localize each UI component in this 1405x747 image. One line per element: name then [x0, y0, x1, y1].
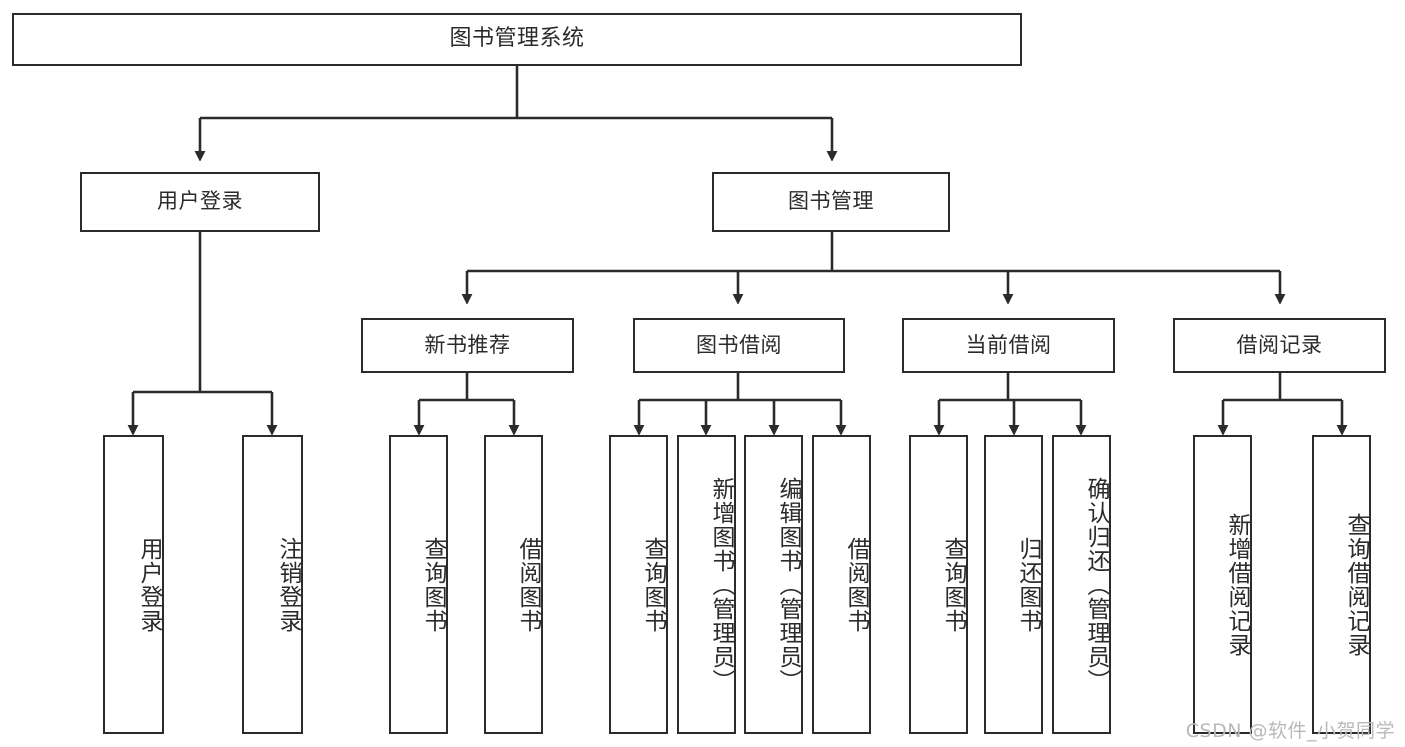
leaf-query-borrow-record[interactable]: 查询借阅记录: [1312, 435, 1371, 734]
node-label: 图书借阅: [696, 332, 782, 357]
node-label: 新增图书（管理员）: [708, 476, 734, 693]
node-label: 图书管理: [788, 189, 874, 214]
node-root-book-management-system[interactable]: 图书管理系统: [12, 13, 1022, 66]
node-book-management[interactable]: 图书管理: [712, 172, 950, 232]
leaf-query-book-newbook[interactable]: 查询图书: [389, 435, 448, 734]
node-label: 借阅记录: [1236, 332, 1323, 357]
node-label: 借阅图书: [515, 536, 541, 633]
node-label: 查询图书: [940, 536, 966, 633]
node-label: 查询图书: [640, 536, 666, 633]
leaf-query-book-borrow[interactable]: 查询图书: [609, 435, 668, 734]
node-borrow-record[interactable]: 借阅记录: [1173, 318, 1386, 373]
leaf-query-book-current[interactable]: 查询图书: [909, 435, 968, 734]
node-label: 注销登录: [275, 536, 301, 633]
node-user-login[interactable]: 用户登录: [80, 172, 320, 232]
node-label: 当前借阅: [965, 332, 1052, 357]
csdn-watermark: CSDN @软件_小贺同学: [1185, 720, 1395, 742]
node-label: 编辑图书（管理员）: [775, 476, 801, 693]
leaf-confirm-return-admin[interactable]: 确认归还（管理员）: [1052, 435, 1111, 734]
leaf-add-book-admin[interactable]: 新增图书（管理员）: [677, 435, 736, 734]
leaf-borrow-book-newbook[interactable]: 借阅图书: [484, 435, 543, 734]
leaf-return-book[interactable]: 归还图书: [984, 435, 1043, 734]
leaf-user-login[interactable]: 用户登录: [103, 435, 164, 734]
node-current-borrow[interactable]: 当前借阅: [902, 318, 1115, 373]
node-book-borrow[interactable]: 图书借阅: [633, 318, 845, 373]
node-label: 查询图书: [420, 536, 446, 633]
node-label: 归还图书: [1015, 536, 1041, 633]
node-label: 新增借阅记录: [1224, 512, 1250, 657]
node-label: 用户登录: [136, 536, 162, 633]
leaf-add-borrow-record[interactable]: 新增借阅记录: [1193, 435, 1252, 734]
node-label: 查询借阅记录: [1343, 512, 1369, 657]
node-new-book-recommend[interactable]: 新书推荐: [361, 318, 574, 373]
leaf-edit-book-admin[interactable]: 编辑图书（管理员）: [744, 435, 803, 734]
node-label: 用户登录: [157, 189, 243, 214]
node-label: 图书管理系统: [449, 26, 585, 52]
leaf-logout-login[interactable]: 注销登录: [242, 435, 303, 734]
node-label: 确认归还（管理员）: [1083, 476, 1109, 693]
node-label: 新书推荐: [424, 332, 511, 357]
node-label: 借阅图书: [843, 536, 869, 633]
leaf-borrow-book[interactable]: 借阅图书: [812, 435, 871, 734]
